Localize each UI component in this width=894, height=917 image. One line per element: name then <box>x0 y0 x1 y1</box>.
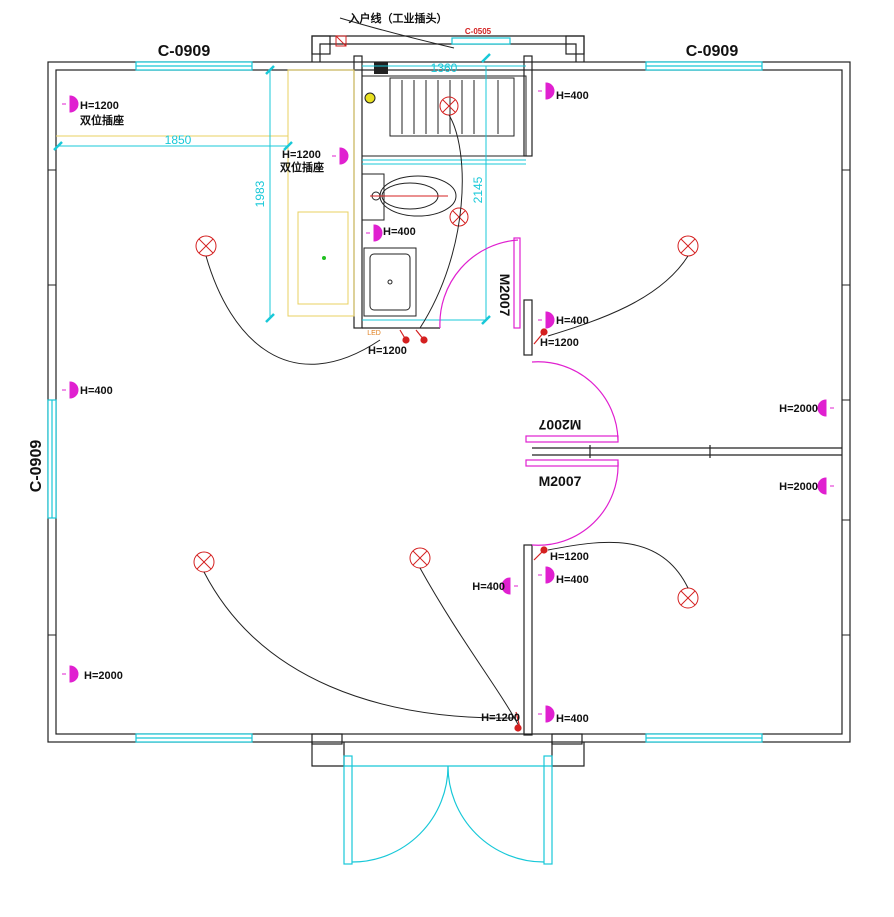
yellow-furniture <box>56 69 355 317</box>
center-dot <box>322 256 326 260</box>
outlet-icon <box>62 381 79 399</box>
dim-1850: 1850 <box>165 133 192 147</box>
dim-1360: 1360 <box>431 61 458 75</box>
inlet-line <box>339 17 455 49</box>
switches <box>399 328 548 732</box>
entrance-bump <box>311 733 585 767</box>
outlet-icon <box>538 82 555 100</box>
dim-1983: 1983 <box>253 180 267 207</box>
outlet-label: H=400 <box>556 713 589 725</box>
window-label-top-right: C-0909 <box>686 43 739 60</box>
door-label-bathroom: M2007 <box>497 274 513 317</box>
wiring <box>203 114 689 729</box>
bathroom-bump <box>311 35 585 62</box>
water-heater-icon <box>374 62 388 74</box>
toilet-icon <box>361 173 457 221</box>
light-fixture-icon <box>677 587 699 609</box>
wall-ticks <box>48 169 850 636</box>
outlet-label: H=1200 <box>481 712 520 724</box>
switch-icon <box>399 329 428 344</box>
entrance-door <box>343 755 553 865</box>
outlet-label: H=2000 <box>779 481 818 493</box>
outlet-label: H=2000 <box>779 403 818 415</box>
light-fixture-icon <box>409 547 431 569</box>
door-upper-swing <box>531 361 619 441</box>
switch-icon <box>533 328 548 345</box>
interior-walls <box>353 55 842 736</box>
dim-2145: 2145 <box>471 176 485 203</box>
inlet-title: 入户线（工业插头） <box>349 11 448 25</box>
outlet-label: 双位插座 <box>80 113 124 127</box>
outlet-icon <box>62 665 79 683</box>
outlet-icon <box>538 311 555 329</box>
shower-tray <box>361 75 527 157</box>
switch-icon <box>514 711 522 732</box>
outlet-icon <box>501 577 518 595</box>
outlet-icon <box>817 477 834 495</box>
window-small-top <box>451 37 511 45</box>
light-fixture-icon <box>193 551 215 573</box>
light-fixture-icon <box>439 96 459 116</box>
doors <box>439 237 619 546</box>
windows <box>47 37 763 743</box>
light-fixture-icon <box>195 235 217 257</box>
door-bathroom-swing <box>439 239 519 329</box>
door-label-lower: M2007 <box>539 473 582 489</box>
outlet-label: H=1200 <box>282 149 321 161</box>
outlet-label: H=400 <box>556 90 589 102</box>
outlet-label: 双位插座 <box>280 160 324 174</box>
outlet-label: H=400 <box>80 385 113 397</box>
outlet-label: H=400 <box>556 315 589 327</box>
switch-icon <box>533 546 548 561</box>
outlet-icon <box>62 95 79 113</box>
outlet-label: H=400 <box>472 581 505 593</box>
outlet-label: H=1200 <box>80 100 119 112</box>
led-tag: LED <box>367 330 381 337</box>
dimension-lines <box>58 65 526 321</box>
outlet-label: H=400 <box>556 574 589 586</box>
inlet-plug-icon <box>335 35 347 47</box>
outlets <box>62 82 834 723</box>
dimension-ticks <box>53 53 491 325</box>
outlet-icon <box>366 224 383 242</box>
window-label-left: C-0909 <box>28 440 45 493</box>
shower-valve-icon <box>364 92 376 104</box>
outlet-icon <box>538 566 555 584</box>
ceiling-lights <box>193 96 699 609</box>
outlet-label: H=2000 <box>84 670 123 682</box>
outlet-label: H=1200 <box>368 345 407 357</box>
light-fixture-icon <box>677 235 699 257</box>
outlet-label: H=1200 <box>540 337 579 349</box>
door-lower-swing <box>531 461 619 546</box>
outlet-label: H=1200 <box>550 551 589 563</box>
outlet-icon <box>332 147 349 165</box>
outlet-label: H=400 <box>383 226 416 238</box>
outlet-icon <box>538 705 555 723</box>
window-small-label: C-0505 <box>465 27 492 36</box>
door-label-mirrored: M2007 <box>538 417 581 433</box>
sink-icon <box>363 247 417 317</box>
outlet-icon <box>817 399 834 417</box>
window-label-top-left: C-0909 <box>158 43 211 60</box>
